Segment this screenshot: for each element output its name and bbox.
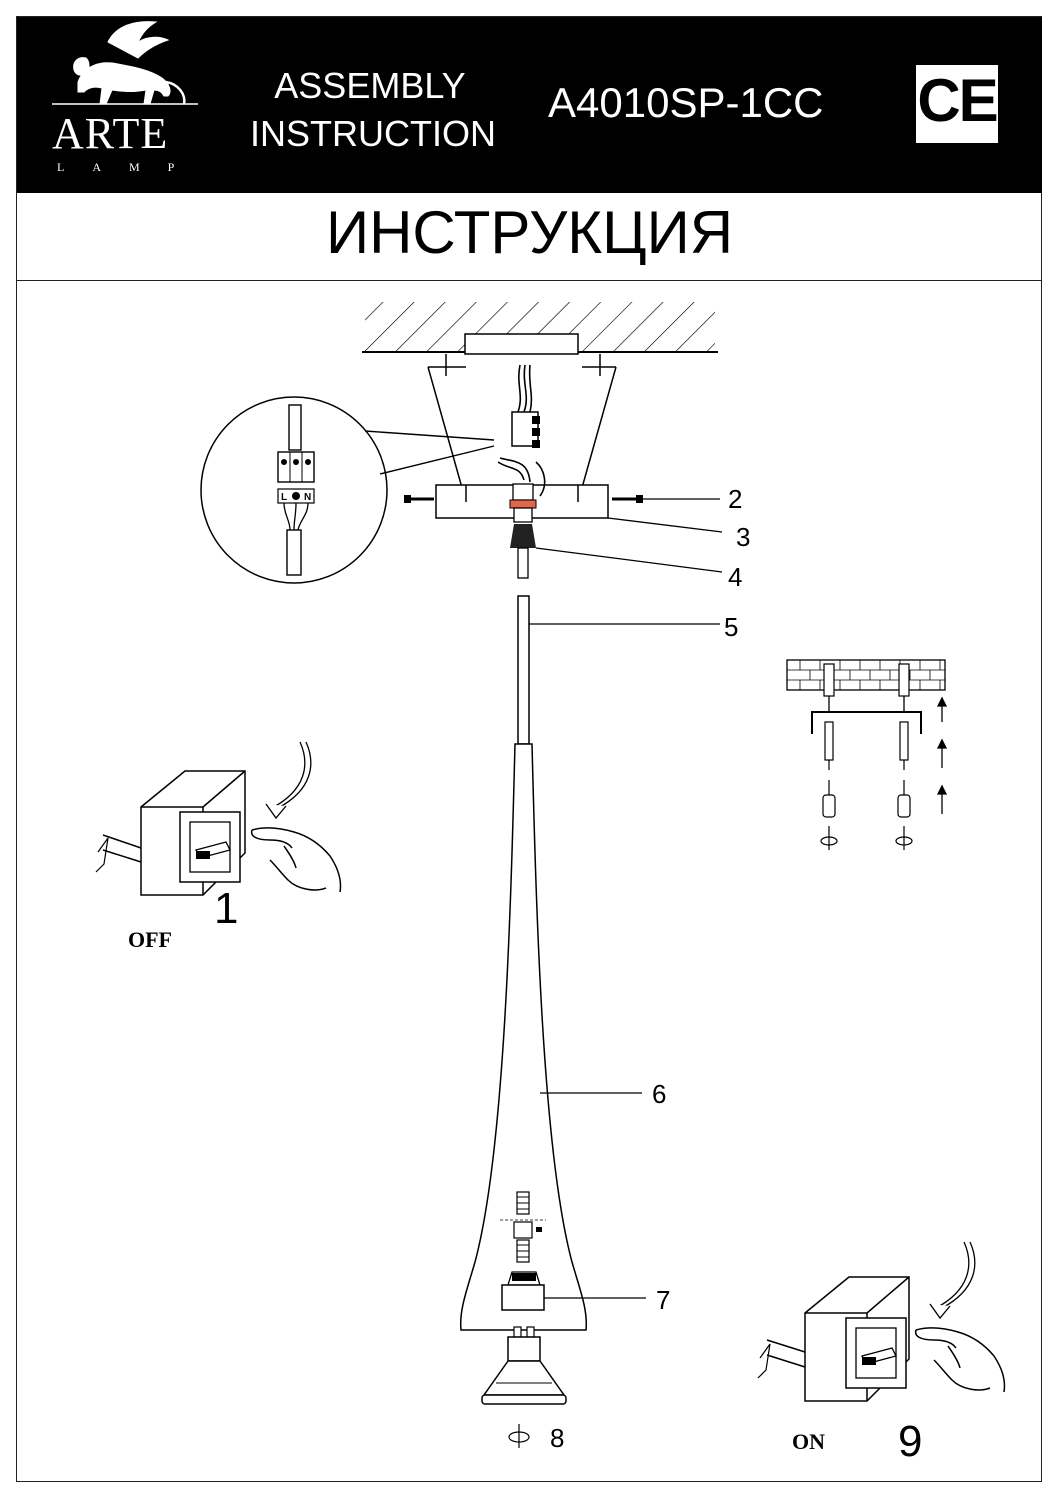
part-label-7: 7 [656,1285,671,1315]
doc-title-line2: INSTRUCTION [250,113,496,154]
brick-ceiling-icon [786,659,946,818]
arrow-step1 [265,741,312,820]
lion-logo-icon [52,21,198,105]
page-frame [16,16,1042,1482]
part-label-2: 2 [728,484,743,514]
model-number: A4010SP-1CC [548,79,824,126]
terminal-block [511,411,540,448]
ce-mark-text: CE [917,67,998,134]
hand-icon-on [914,1327,1006,1393]
ce-mark-icon: CE [916,65,999,143]
brand-subtitle: LAMP [57,160,203,174]
step-9-number: 9 [898,1417,923,1466]
rotate-icon-bulb [508,1424,530,1448]
arrow-step9 [929,1241,976,1320]
rod [517,595,530,745]
up-arrow-icon [936,696,948,814]
header-bar [17,17,1042,193]
screw-left [404,495,434,503]
hand-icon [250,827,342,893]
page-title: ИНСТРУКЦИЯ [325,199,734,266]
part-label-4: 4 [728,562,743,592]
step-9-caption: ON [792,1429,825,1454]
step-1-number: 1 [214,884,239,933]
leader-lines [529,498,723,1299]
step-1-caption: OFF [128,927,172,952]
title-band: ИНСТРУКЦИЯ [17,193,1042,281]
wall-switch-icon-on [757,1276,910,1402]
gu10-bulb-icon [481,1326,567,1405]
part-label-8: 8 [550,1423,565,1453]
socket [500,1191,546,1311]
connector-detail: L N [200,396,495,584]
brand-wordmark: ARTE [52,109,169,158]
connector-label-n: N [304,492,311,503]
shade [459,743,588,1331]
doc-title: ASSEMBLY INSTRUCTION [250,62,496,158]
ceiling [362,302,718,355]
wires [497,364,546,497]
connector-label-l: L [281,492,287,503]
wall-switch-icon [95,770,246,896]
part-label-6: 6 [652,1079,667,1109]
cable-grip [509,483,537,579]
part-label-3: 3 [736,522,751,552]
canopy [427,354,617,503]
rotate-icon [820,826,913,850]
part-label-5: 5 [724,612,739,642]
doc-title-line1: ASSEMBLY [274,65,466,106]
